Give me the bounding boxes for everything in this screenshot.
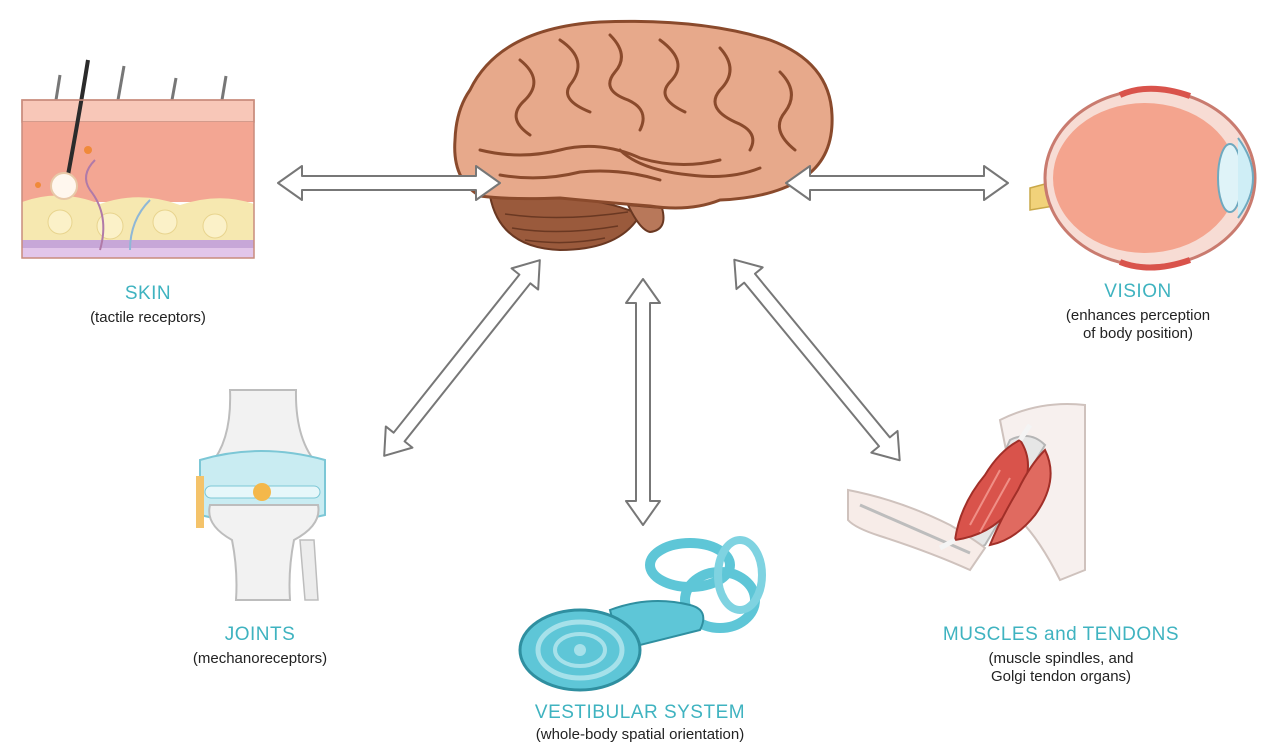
muscles-label: MUSCLES and TENDONS (muscle spindles, an…: [866, 624, 1256, 685]
vision-subtitle-line-1: (enhances perception: [1018, 307, 1258, 324]
skin-label: SKIN (tactile receptors): [18, 283, 278, 326]
double-arrow-icon: [721, 249, 913, 471]
knee-joint-icon: [196, 390, 325, 600]
brain-icon: [455, 21, 832, 250]
muscles-subtitle-line-1: (muscle spindles, and: [866, 650, 1256, 667]
eye-icon: [1030, 89, 1255, 268]
joints-title: JOINTS: [140, 624, 380, 646]
double-arrow-icon: [786, 166, 1008, 200]
double-arrow-icon: [626, 279, 660, 525]
inner-ear-icon: [520, 540, 762, 690]
double-arrow-icon: [371, 250, 553, 467]
joints-subtitle: (mechanoreceptors): [140, 650, 380, 667]
vision-label: VISION (enhances perception of body posi…: [1018, 281, 1258, 342]
vision-title: VISION: [1018, 281, 1258, 303]
skin-title: SKIN: [18, 283, 278, 305]
vestibular-subtitle: (whole-body spatial orientation): [450, 726, 830, 743]
muscles-title: MUSCLES and TENDONS: [866, 624, 1256, 646]
skin-subtitle: (tactile receptors): [18, 309, 278, 326]
vestibular-label: VESTIBULAR SYSTEM (whole-body spatial or…: [450, 702, 830, 743]
vestibular-title: VESTIBULAR SYSTEM: [450, 702, 830, 724]
vision-subtitle-line-2: of body position): [1018, 325, 1258, 342]
muscles-subtitle-line-2: Golgi tendon organs): [866, 668, 1256, 685]
skin-section-icon: [22, 60, 254, 258]
joints-label: JOINTS (mechanoreceptors): [140, 624, 380, 667]
